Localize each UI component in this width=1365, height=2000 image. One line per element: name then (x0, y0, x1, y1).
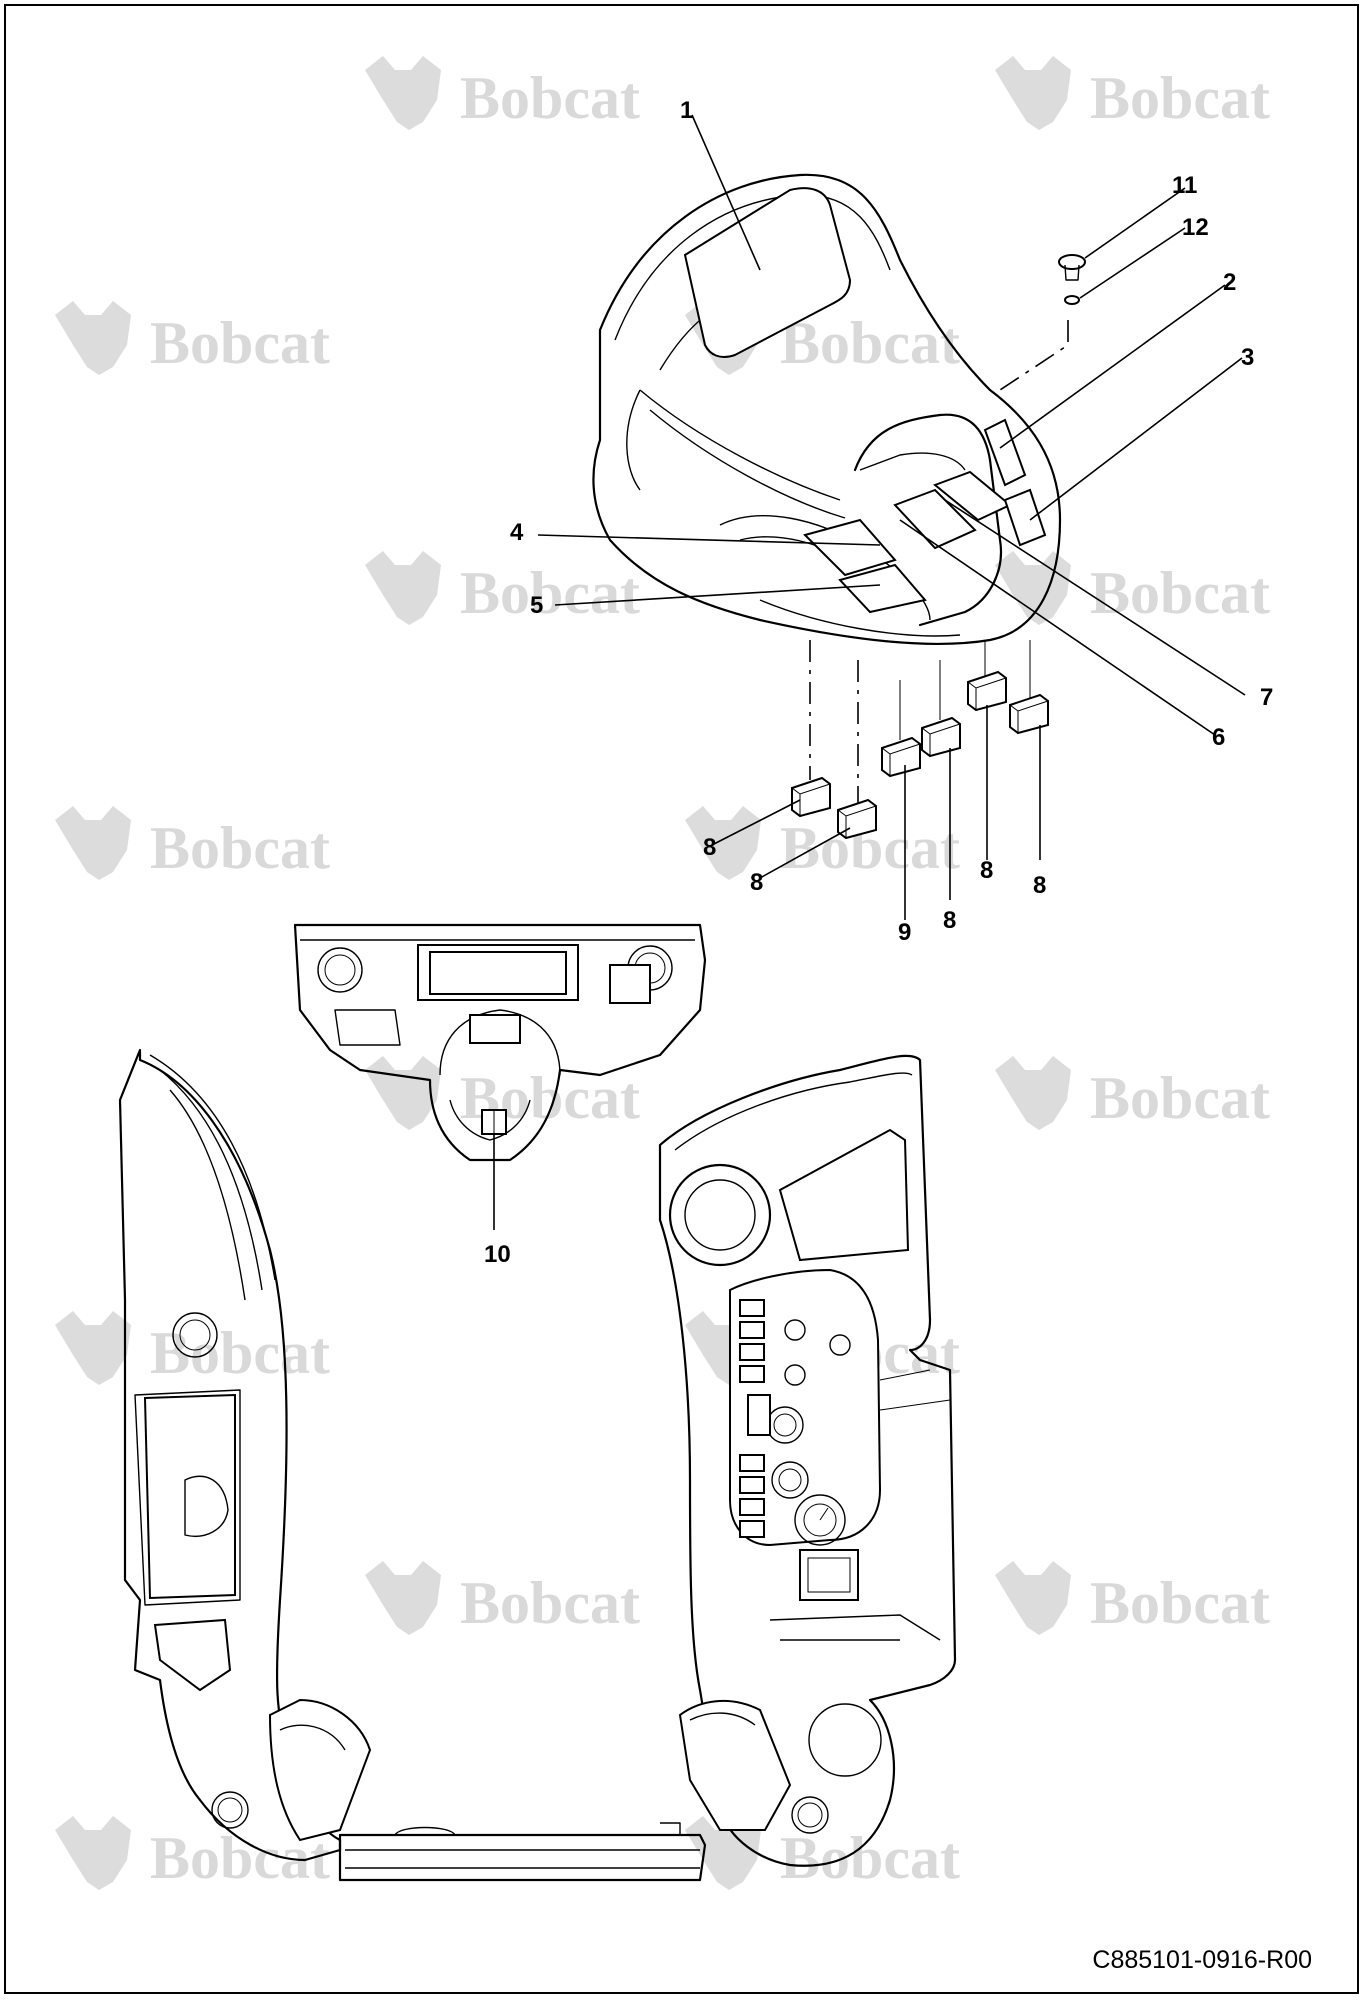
bobcat-watermark: Bobcat (365, 56, 640, 131)
bobcat-watermark-text: Bobcat (150, 1320, 330, 1386)
bobcat-watermark-text: Bobcat (460, 1570, 640, 1636)
bobcat-logo-icon (365, 56, 441, 130)
switch-block (1009, 693, 1049, 735)
callout-8c: 8 (943, 907, 956, 934)
switch-leader-dashes (809, 640, 1031, 805)
bobcat-logo-icon (55, 1311, 131, 1385)
bobcat-watermark-text: Bobcat (1090, 560, 1270, 626)
bobcat-logo-icon (55, 1816, 131, 1890)
callout-8a: 8 (703, 834, 716, 861)
bobcat-watermark-text: Bobcat (460, 560, 640, 626)
bobcat-watermark: Bobcat (995, 1561, 1270, 1636)
upper-panel-assembly (592, 173, 1086, 646)
bobcat-watermark: Bobcat (685, 1816, 960, 1891)
bobcat-watermark-text: Bobcat (780, 1825, 960, 1891)
bobcat-logo-icon (365, 1561, 441, 1635)
rocker-switches (739, 1299, 765, 1538)
callout-6: 6 (1212, 724, 1225, 751)
bobcat-watermark: Bobcat (55, 1311, 330, 1386)
bobcat-watermark-text: Bobcat (150, 310, 330, 376)
switch-block (921, 716, 961, 758)
callout-7: 7 (1260, 684, 1273, 711)
bobcat-watermark: Bobcat (55, 1816, 330, 1891)
callout-12: 12 (1182, 214, 1209, 241)
switch-block (791, 776, 831, 818)
bobcat-watermark-text: Bobcat (460, 65, 640, 131)
bobcat-watermark-text: Bobcat (1090, 1065, 1270, 1131)
bobcat-watermark-text: Bobcat (150, 815, 330, 881)
callout-5: 5 (530, 592, 543, 619)
bobcat-watermark: Bobcat (55, 301, 330, 376)
bobcat-watermark-text: Bobcat (780, 310, 960, 376)
callout-11: 11 (1172, 172, 1197, 199)
bobcat-watermark-text: Bobcat (1090, 65, 1270, 131)
cross-bar (338, 1822, 707, 1882)
bobcat-logo-icon (365, 551, 441, 625)
bobcat-logo-icon (995, 1056, 1071, 1130)
callout-4: 4 (510, 519, 524, 546)
bobcat-logo-icon (995, 56, 1071, 130)
bobcat-watermark: Bobcat (995, 551, 1270, 626)
bobcat-watermark: Bobcat (995, 1056, 1270, 1131)
callout-labels: 1 2 3 4 5 6 7 8 8 8 8 8 9 10 11 12 (484, 97, 1273, 1268)
switch-blocks (791, 670, 1049, 840)
callout-8e: 8 (1033, 872, 1046, 899)
bobcat-watermark-text: Bobcat (1090, 1570, 1270, 1636)
bobcat-logo-icon (995, 1561, 1071, 1635)
bobcat-watermark: Bobcat (365, 1561, 640, 1636)
leader-lines (537, 114, 1246, 920)
bobcat-watermark: Bobcat (365, 551, 640, 626)
bobcat-watermark: Bobcat (55, 806, 330, 881)
dash-panel (293, 923, 707, 1230)
bobcat-logo-icon (55, 806, 131, 880)
callout-3: 3 (1241, 344, 1254, 371)
callout-2: 2 (1223, 269, 1236, 296)
bobcat-logo-icon (55, 301, 131, 375)
drawing-reference-code: C885101-0916-R00 (1092, 1946, 1312, 1974)
diagram-frame (4, 4, 1359, 1994)
callout-1: 1 (680, 97, 693, 124)
bobcat-logo-icon (685, 1816, 761, 1890)
right-console (658, 1054, 957, 1867)
callout-8b: 8 (750, 869, 763, 896)
switch-block (967, 670, 1007, 712)
callout-9: 9 (898, 919, 911, 946)
callout-8d: 8 (980, 857, 993, 884)
left-console (118, 1048, 372, 1862)
bobcat-watermark: Bobcat (995, 56, 1270, 131)
switch-block (881, 736, 921, 778)
callout-10: 10 (484, 1241, 511, 1268)
bobcat-logo-icon (685, 806, 761, 880)
